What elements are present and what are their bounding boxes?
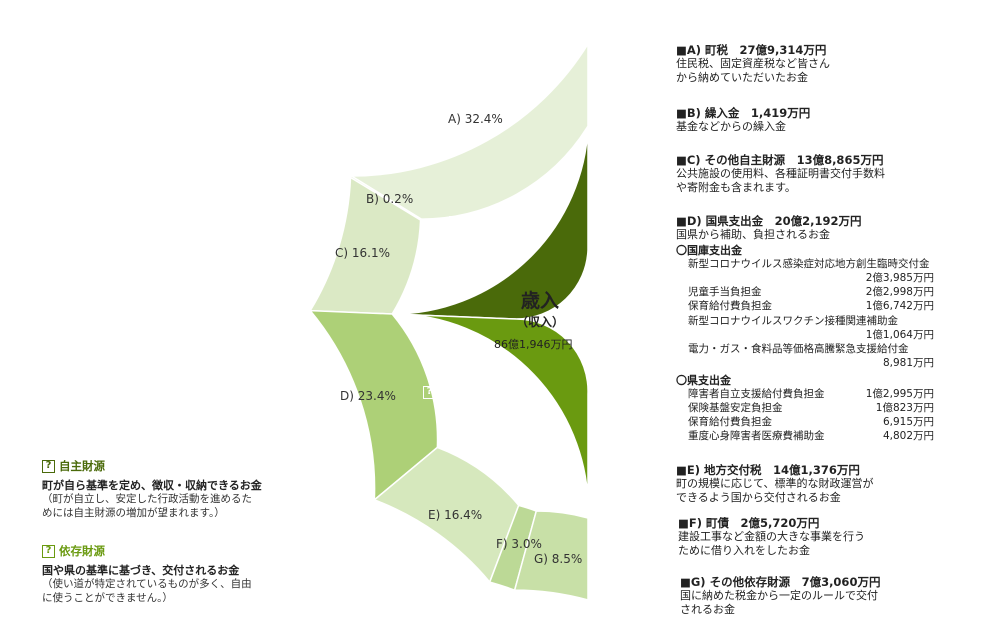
item-amount: 1億2,995万円 — [865, 388, 934, 400]
item-amount: 2億3,985万円 — [865, 272, 934, 284]
item-name: 電力・ガス・食料品等価格高騰緊急支援給付金 — [688, 343, 909, 355]
item-a-desc-2: から納めていただいたお金 — [676, 71, 808, 84]
item-c-title: ■C) その他自主財源 13億8,865万円 — [676, 153, 884, 167]
outer-slice-a — [348, 41, 589, 220]
list-item: 新型コロナウイルス感染症対応地方創生臨時交付金 — [688, 256, 934, 270]
item-d-title: ■D) 国県支出金 20億2,192万円 — [676, 214, 862, 228]
inner-label-own-text: 自主財源 — [466, 215, 512, 229]
slice-label-d: D) 23.4% — [340, 389, 396, 403]
prefectural-subsidy-heading: 〇県支出金 — [676, 374, 731, 387]
question-icon: ? — [42, 545, 55, 558]
slice-label-a: A) 32.4% — [448, 112, 503, 126]
item-c-desc-2: や寄附金も含まれます。 — [676, 181, 796, 194]
item-g-title: ■G) その他依存財源 7億3,060万円 — [680, 575, 881, 589]
outer-slice-g — [513, 510, 589, 601]
inner-label-dependent-text: 依存財源 — [440, 385, 486, 399]
item-amount: 1億823万円 — [875, 402, 934, 414]
slice-label-e: E) 16.4% — [428, 508, 483, 522]
item-amount: 4,802万円 — [882, 430, 934, 442]
question-icon: ? — [449, 216, 462, 229]
slice-label-c: C) 16.1% — [335, 246, 390, 260]
item-g-desc-2: されるお金 — [680, 603, 735, 616]
legend-dependent-line-2: に使うことができません。） — [42, 592, 173, 604]
list-item: 保育給付費負担金 6,915万円 — [688, 414, 934, 428]
item-name: 新型コロナウイルスワクチン接種関連補助金 — [688, 315, 898, 327]
item-amount: 6,915万円 — [882, 416, 934, 428]
list-item: 重度心身障害者医療費補助金 4,802万円 — [688, 428, 934, 442]
slice-label-g: G) 8.5% — [534, 552, 583, 566]
list-item: 新型コロナウイルスワクチン接種関連補助金 — [688, 313, 934, 327]
item-name: 重度心身障害者医療費補助金 — [688, 430, 825, 442]
list-item: 児童手当負担金 2億2,998万円 — [688, 284, 934, 298]
outer-slice-f — [488, 504, 538, 592]
item-name: 障害者自立支援給付費負担金 — [688, 388, 825, 400]
outer-slice-d — [308, 309, 439, 502]
item-f-title: ■F) 町債 2億5,720万円 — [678, 516, 820, 530]
item-f-desc-1: 建設工事など金額の大きな事業を行う — [678, 530, 865, 543]
item-name: 保育給付費負担金 — [688, 300, 772, 312]
list-item: 保育給付費負担金 1億6,742万円 — [688, 298, 934, 312]
legend-own-line-1: （町が自立し、安定した行政活動を進めるた — [42, 493, 252, 505]
legend-own-title-text: 自主財源 — [59, 459, 105, 473]
question-icon: ? — [423, 386, 436, 399]
legend-own-bold: 町が自ら基準を定め、徴収・収納できるお金 — [42, 479, 262, 492]
list-item: 電力・ガス・食料品等価格高騰緊急支援給付金 — [688, 341, 934, 355]
list-item: 障害者自立支援給付費負担金 1億2,995万円 — [688, 386, 934, 400]
item-b-title: ■B) 繰入金 1,419万円 — [676, 106, 811, 120]
item-name: 保育給付費負担金 — [688, 416, 772, 428]
item-b-desc-1: 基金などからの繰入金 — [676, 120, 786, 133]
item-e-desc-2: できるよう国から交付されるお金 — [676, 491, 841, 504]
legend-own-title: ? 自主財源 — [42, 458, 105, 474]
item-amount: 1億1,064万円 — [865, 329, 934, 341]
slice-label-f: F) 3.0% — [496, 537, 542, 551]
inner-label-dependent: ? 依存財源 — [423, 384, 486, 400]
slice-label-b: B) 0.2% — [366, 192, 414, 206]
item-e-desc-1: 町の規模に応じて、標準的な財政運営が — [676, 477, 874, 490]
question-icon: ? — [42, 460, 55, 473]
legend-dependent-bold: 国や県の基準に基づき、交付されるお金 — [42, 564, 240, 577]
legend-dependent-line-1: （使い道が特定されているものが多く、自由 — [42, 578, 252, 590]
inner-label-own: ? 自主財源 — [449, 214, 512, 230]
item-d-desc-1: 国県から補助、負担されるお金 — [676, 228, 830, 241]
item-a-desc-1: 住民税、固定資産税など皆さん — [676, 57, 830, 70]
item-e-title: ■E) 地方交付税 14億1,376万円 — [676, 463, 860, 477]
inner-slice-dependent — [392, 313, 589, 519]
item-name: 新型コロナウイルス感染症対応地方創生臨時交付金 — [688, 258, 930, 270]
item-c-desc-1: 公共施設の使用料、各種証明書交付手数料 — [676, 167, 885, 180]
center-title: 歳入 — [520, 290, 559, 312]
item-amount: 8,981万円 — [882, 357, 934, 369]
center-subtitle: （収入） — [515, 315, 564, 329]
legend-own-line-2: めには自主財源の増加が望まれます。） — [42, 507, 225, 519]
item-f-desc-2: ために借り入れをしたお金 — [678, 544, 810, 557]
item-g-desc-1: 国に納めた税金から一定のルールで交付 — [680, 589, 878, 602]
legend-dependent-title-text: 依存財源 — [59, 544, 105, 558]
center-total: 86億1,946万円 — [494, 338, 573, 351]
item-name: 児童手当負担金 — [688, 286, 762, 298]
inner-slice-own — [392, 125, 589, 320]
legend-dependent-title: ? 依存財源 — [42, 543, 105, 559]
item-amount: 2億2,998万円 — [865, 286, 934, 298]
item-a-title: ■A) 町税 27億9,314万円 — [676, 43, 827, 57]
national-subsidy-heading: 〇国庫支出金 — [676, 244, 742, 257]
list-item: 保険基盤安定負担金 1億823万円 — [688, 400, 934, 414]
item-name: 保険基盤安定負担金 — [688, 402, 783, 414]
outer-slice-e — [372, 446, 520, 584]
outer-slice-c — [308, 176, 422, 315]
item-amount: 1億6,742万円 — [865, 300, 934, 312]
